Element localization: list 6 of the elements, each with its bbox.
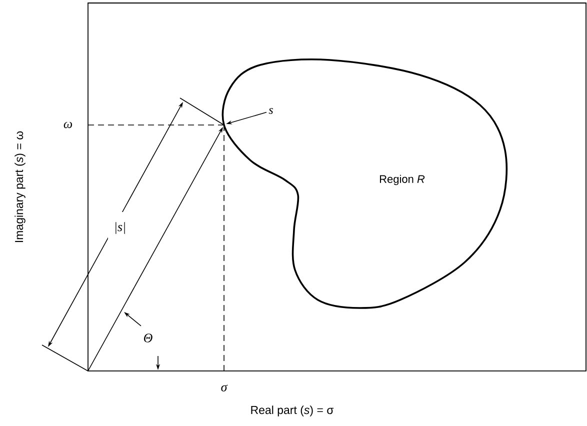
axis-title: Real part (s) = σ — [251, 406, 334, 416]
angle-label: Θ — [144, 334, 152, 342]
axis-title: Imaginary part (s) = ω — [14, 131, 26, 242]
axis-value-label: σ — [221, 384, 228, 392]
axis-value-label: ω — [64, 122, 72, 128]
magnitude-label: |s| — [116, 222, 125, 234]
